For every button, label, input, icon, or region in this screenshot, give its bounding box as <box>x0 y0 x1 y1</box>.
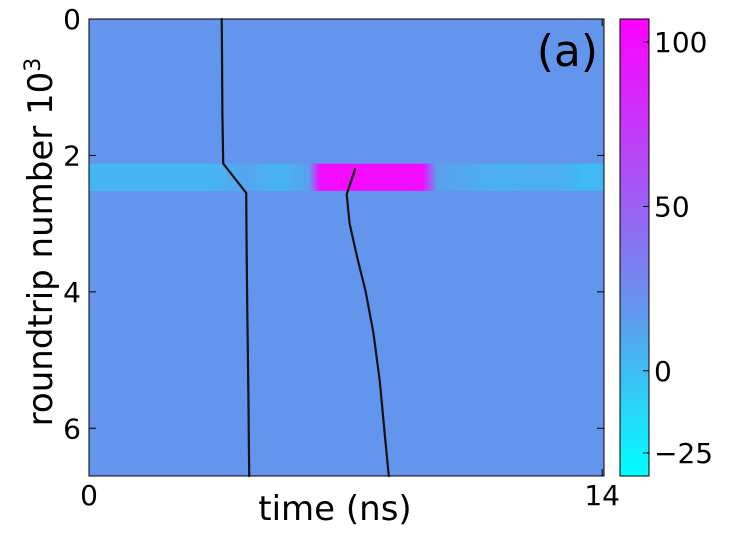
colorbar-tick-label: −25 <box>654 437 713 470</box>
y-axis-label-text: roundtrip number 10 <box>21 72 61 427</box>
colorbar-tick-label: 0 <box>654 355 672 388</box>
y-tick-label: 0 <box>63 3 81 36</box>
y-tick-label: 4 <box>63 276 81 309</box>
colorbar-tick-label: 50 <box>654 190 690 223</box>
y-axis-label: roundtrip number 103 <box>21 58 62 427</box>
pulse-traces <box>220 17 390 478</box>
x-axis-label: time (ns) <box>258 489 411 529</box>
colorbar-frame <box>619 18 650 477</box>
colorbar-ticks: −25 0 50 100 <box>643 26 713 470</box>
colorbar: −25 0 50 100 <box>619 18 713 477</box>
plot-frame <box>88 18 605 477</box>
pulse-trace-1 <box>220 17 251 478</box>
colorbar-gradient <box>620 19 649 476</box>
x-tick-label: 14 <box>584 479 620 512</box>
colorbar-tick-label: 100 <box>654 26 707 59</box>
x-axis-ticks: 0 14 <box>80 19 620 512</box>
y-axis-ticks: 0 2 4 6 <box>63 3 604 445</box>
heatmap-plot-area <box>88 17 605 478</box>
y-tick-label: 2 <box>63 139 81 172</box>
pulse-trace-2 <box>345 168 390 478</box>
y-tick-label: 6 <box>63 412 81 445</box>
heatmap-perturbation-band <box>89 163 604 191</box>
x-tick-label: 0 <box>80 479 98 512</box>
heatmap-background <box>89 19 604 476</box>
panel-label: (a) <box>537 26 598 77</box>
y-axis-label-exponent: 3 <box>21 58 46 72</box>
